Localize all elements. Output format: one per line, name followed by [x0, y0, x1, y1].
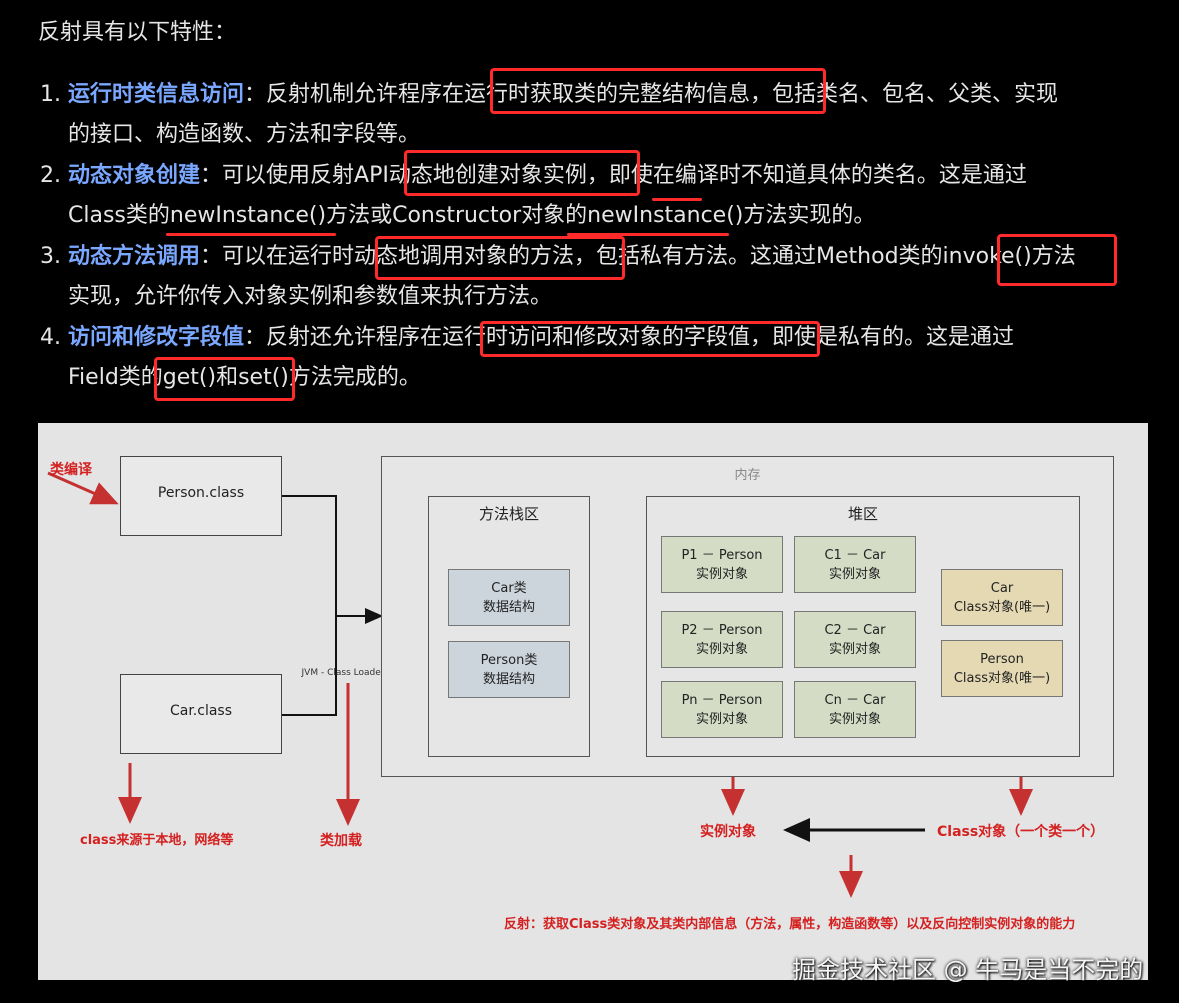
highlight-underline [567, 233, 729, 236]
item-term: 动态对象创建 [68, 163, 201, 188]
highlight-underline [166, 233, 336, 236]
highlight-box [997, 234, 1117, 286]
highlight-box [480, 321, 820, 357]
class-load-label: 类加载 [320, 833, 362, 849]
item-text-continued: 实现，允许你传入对象实例和参数值来执行方法。 [68, 284, 553, 309]
method-area: 方法栈区 [428, 496, 590, 757]
item-term: 动态方法调用 [68, 244, 201, 269]
class-object-note: Class对象（一个类一个） [937, 824, 1105, 840]
instance-object-label: 实例对象 [700, 824, 756, 840]
memory-label: 内存 [734, 468, 761, 483]
intro-text: 反射具有以下特性： [38, 20, 237, 45]
item-text-continued: Class类的newInstance()方法或Constructor对象的new… [68, 203, 876, 228]
item-text-continued: 的接口、构造函数、方法和字段等。 [68, 122, 421, 147]
item-term: 运行时类信息访问 [68, 82, 245, 107]
car-class-label: Car.class [169, 703, 233, 719]
person-class-structure: Person类数据结构 [448, 641, 570, 698]
item-text: ：反射还允许程序在运行时访问和修改对象的字段值，即使是私有的。这是通过 [244, 325, 1015, 350]
watermark: 掘金技术社区 @ 牛马是当不完的 [792, 956, 1144, 984]
item-text: ：反射机制允许程序在运行时获取类的完整结构信息，包括类名、包名、父类、实现 [244, 82, 1059, 107]
highlight-box [404, 150, 640, 196]
class-compile-label: 类编译 [50, 462, 92, 478]
jvm-loader-label: JVM - Class Loader [301, 668, 385, 678]
item-text-continued: Field类的get()和set()方法完成的。 [68, 365, 421, 390]
item-text: ：可以在运行时动态地调用对象的方法，包括私有方法。这通过Method类的invo… [200, 244, 1076, 269]
person-class-file: Person.class [120, 456, 282, 536]
item-number: 4. [40, 325, 61, 350]
item-number: 1. [40, 82, 61, 107]
highlight-box [490, 68, 826, 114]
item-number: 2. [40, 163, 61, 188]
item-term: 访问和修改字段值 [68, 325, 245, 350]
car-class-file: Car.class [120, 674, 282, 754]
reflection-summary: 反射：获取Class类对象及其类内部信息（方法，属性，构造函数等）以及反向控制实… [504, 917, 1076, 932]
source-note: class来源于本地，网络等 [80, 833, 234, 848]
item-number: 3. [40, 244, 61, 269]
car-class-structure: Car类数据结构 [448, 569, 570, 626]
person-class-label: Person.class [157, 485, 245, 501]
reflection-diagram: 类编译 Person.class Car.class JVM - Class L… [38, 423, 1148, 980]
method-area-label: 方法栈区 [478, 505, 539, 523]
highlight-box [154, 357, 295, 401]
highlight-underline [652, 198, 702, 201]
item-text: ：可以使用反射API动态地创建对象实例，即使在编译时不知道具体的类名。这是通过 [200, 163, 1027, 188]
heap-label: 堆区 [847, 505, 878, 523]
highlight-box [375, 236, 625, 280]
